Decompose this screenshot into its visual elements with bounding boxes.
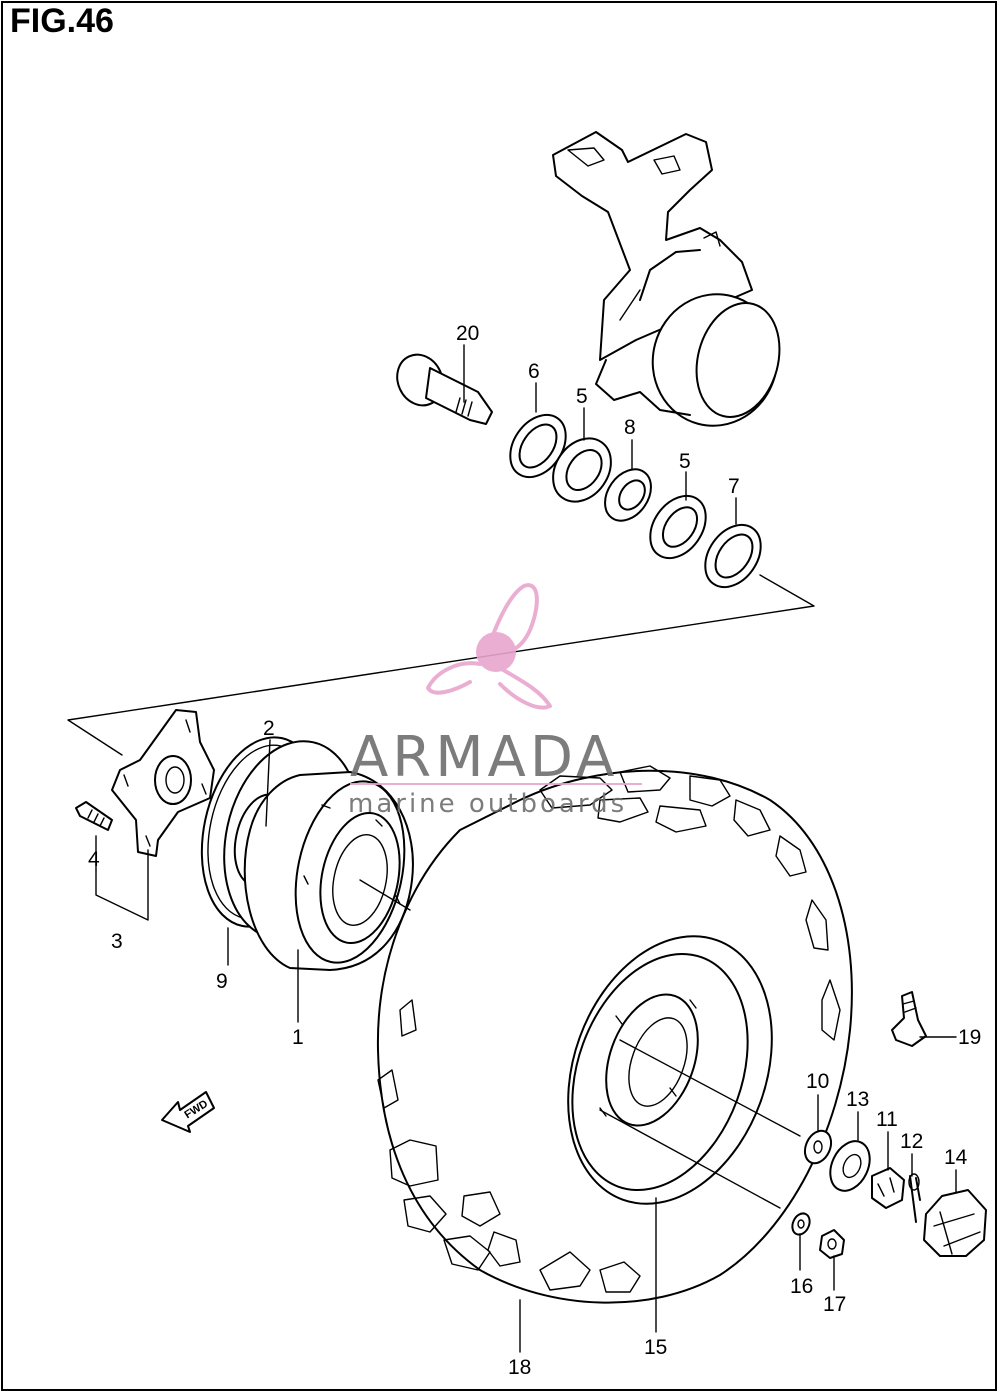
nut-18 — [819, 1229, 845, 1259]
seal-6 — [509, 413, 567, 479]
spacer-8 — [604, 468, 652, 522]
leader-lines — [95, 344, 957, 1353]
seal-7 — [704, 523, 762, 589]
fwd-direction-badge: FWD — [161, 1091, 215, 1133]
brake-drum — [223, 740, 414, 971]
part-label-6: 6 — [528, 360, 540, 383]
wheel-rim — [567, 935, 773, 1205]
part-label-3: 3 — [111, 930, 123, 953]
part-label-1: 1 — [292, 1026, 304, 1049]
figure-title: FIG.46 — [10, 2, 114, 40]
hub-cap-15 — [923, 1189, 987, 1257]
cotter-pin-13 — [908, 1173, 921, 1223]
arrow-left-icon — [161, 1091, 215, 1133]
part-label-7: 7 — [728, 475, 740, 498]
watermark-tagline: marine outboards — [348, 789, 627, 819]
part-label-9: 20 — [456, 322, 479, 345]
part-label-15: 14 — [944, 1146, 968, 1169]
part-label-5-upper: 5 — [576, 385, 588, 408]
part-label-10: 9 — [216, 970, 228, 993]
king-pin-bolt — [396, 353, 493, 425]
part-label-14: 13 — [846, 1088, 869, 1111]
part-label-8: 8 — [624, 416, 636, 439]
part-label-20: 19 — [958, 1026, 981, 1049]
bearing-5-upper — [552, 437, 612, 503]
washer-14 — [829, 1140, 871, 1192]
part-label-11: 10 — [806, 1070, 829, 1093]
part-label-19: 18 — [508, 1356, 531, 1379]
steering-knuckle — [552, 131, 781, 427]
part-label-17: 16 — [790, 1275, 813, 1298]
washer-17 — [791, 1212, 811, 1236]
part-number-labels: 20 6 5 8 5 7 2 4 3 9 1 10 13 11 12 14 19… — [88, 322, 981, 1379]
washer-11 — [803, 1129, 833, 1165]
castle-nut-12 — [871, 1167, 905, 1209]
axle-center-lines — [359, 879, 801, 1209]
part-label-2: 2 — [263, 717, 275, 740]
armada-watermark: ARMADA marine outboards — [348, 583, 642, 819]
watermark-brand: ARMADA — [350, 725, 618, 790]
part-label-18: 17 — [823, 1293, 846, 1316]
bearing-5-lower — [649, 494, 707, 560]
part-label-13: 12 — [900, 1130, 923, 1153]
propeller-icon — [426, 583, 552, 710]
part-label-12: 11 — [876, 1108, 898, 1131]
part-label-5-lower: 5 — [679, 450, 691, 473]
part-label-16: 15 — [644, 1336, 667, 1359]
part-label-4: 4 — [88, 848, 100, 871]
assembly-guide-lines — [67, 574, 815, 756]
hub-flange — [111, 709, 215, 857]
valve-stem-20 — [891, 991, 927, 1047]
stud-bolt — [75, 801, 113, 831]
